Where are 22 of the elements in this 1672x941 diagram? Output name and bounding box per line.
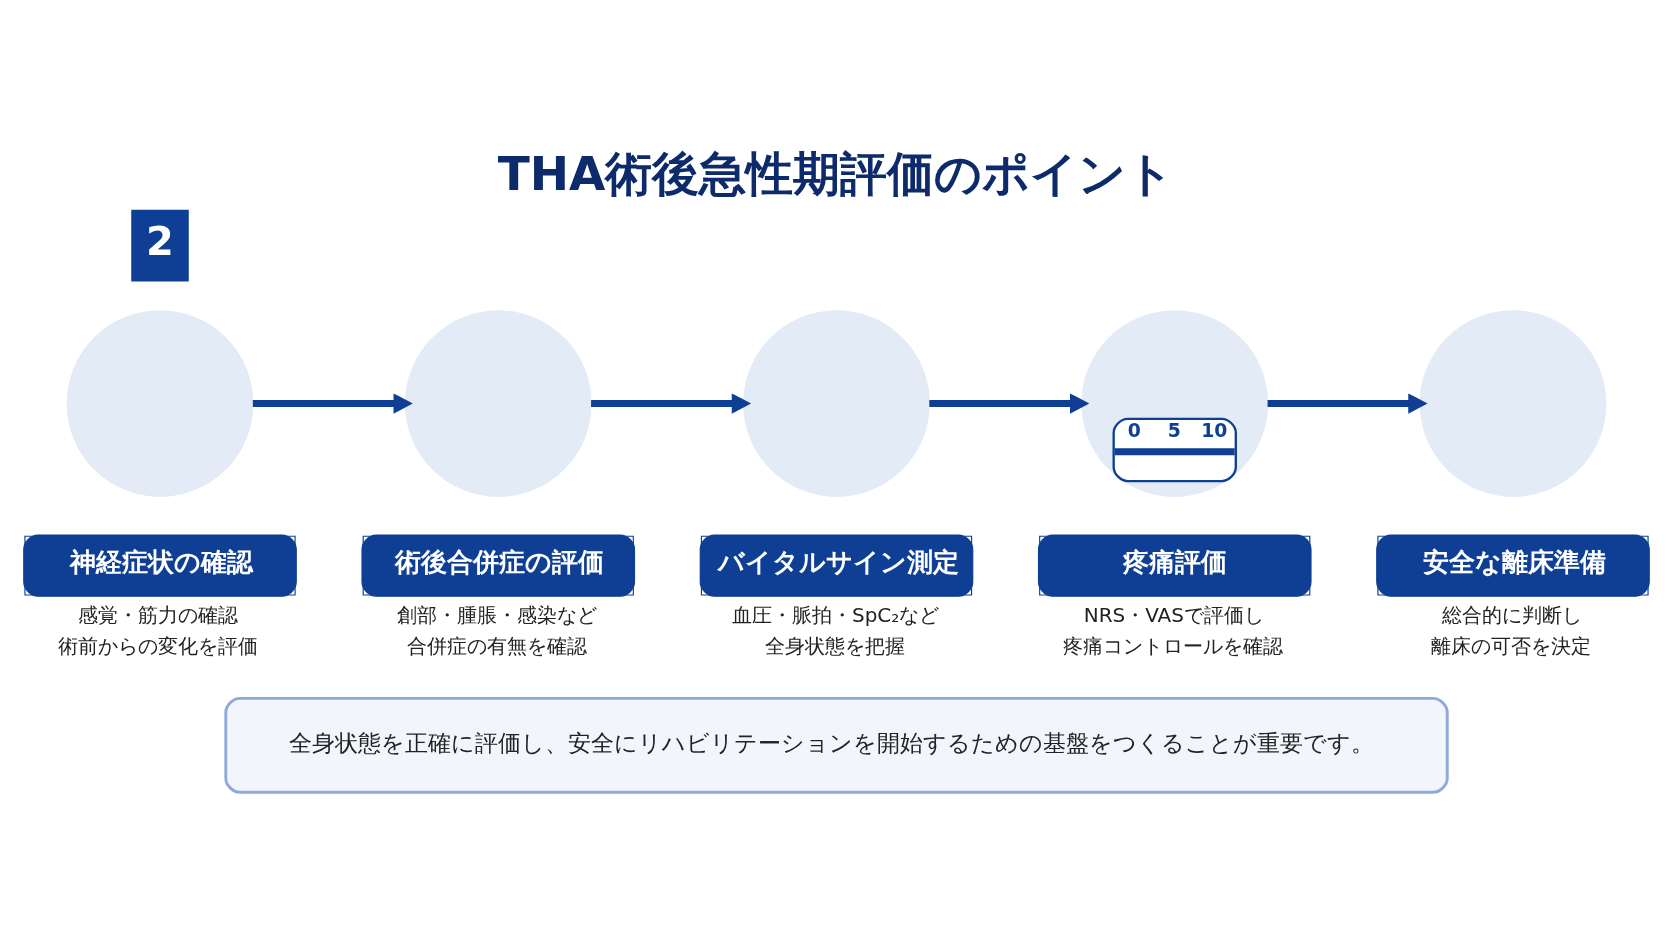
node-label: 創部・腫脹・感染など [396,602,597,627]
arrow [928,393,1089,414]
node-label: 術前からの変化を評価 [57,634,258,659]
node-box: 全身状態を正確に評価し、安全にリハビリテーションを開始するための基盤をつくることが重要です。 [223,696,1449,794]
label: 2 [145,218,174,265]
arrow [1267,393,1428,414]
node-circle [66,310,253,497]
node-label: 全身状態を把握 [764,634,905,659]
node-label: 感覚・筋力の確認 [77,602,238,627]
node-label: 総合的に判断し [1441,602,1582,627]
node-circle [1419,310,1606,497]
node-label: 離床の可否を決定 [1430,634,1591,659]
node-circle [404,310,592,497]
node-circle [742,310,930,497]
node-label: 疼痛コントロールを確認 [1062,634,1283,659]
diagram-title: THA術後急性期評価のポイント [497,145,1174,201]
node-label: NRS・VASで評価し [1083,602,1264,627]
node-label: 合併症の有無を確認 [406,634,587,659]
node-circle: 0 5 10 [1080,310,1268,497]
arrow [252,393,413,414]
node-label: 血圧・脈拍・SpC₂など [731,602,939,627]
arrow [590,393,751,414]
